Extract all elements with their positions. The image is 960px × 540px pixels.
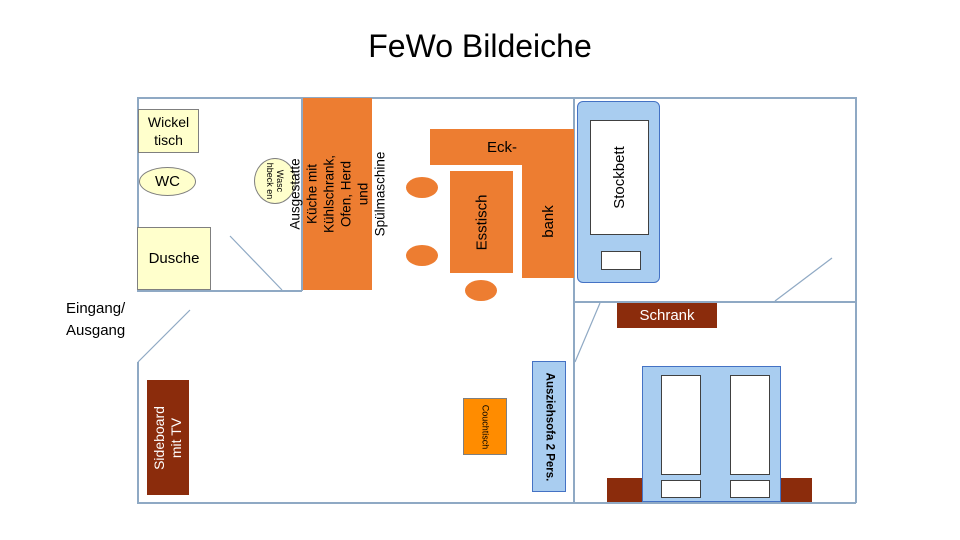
couchtisch: Couchtisch: [463, 398, 507, 455]
mattress-left: [661, 375, 701, 475]
eckbank-side: bank: [522, 165, 574, 278]
schrank-label: Schrank: [639, 307, 695, 324]
nightstand-left: [607, 478, 642, 502]
waschbecken-label: Wasc hbeck en: [265, 162, 285, 200]
dusche-label: Dusche: [148, 250, 200, 267]
dusche: Dusche: [137, 227, 211, 290]
wc: WC: [139, 167, 196, 196]
mattress-right: [730, 375, 770, 475]
wall-top: [137, 97, 856, 99]
sideboard-label: Sideboard mit TV: [151, 405, 185, 470]
bank-label: bank: [539, 205, 557, 238]
page-title: FeWo Bildeiche: [368, 28, 592, 64]
schrank: Schrank: [617, 303, 717, 328]
chair-2: [406, 245, 438, 266]
stockbett-pillow: [601, 251, 641, 270]
ausziehsofa-label: Ausziehsofa 2 Pers.: [543, 372, 555, 481]
wickeltisch-label: Wickel tisch: [147, 114, 190, 148]
wall-left-lower: [137, 362, 139, 503]
chair-1: [406, 177, 438, 198]
wickeltisch: Wickel tisch: [138, 109, 199, 153]
wall-bedroom-middle: [573, 301, 856, 303]
eck-label: Eck-: [487, 138, 517, 156]
stockbett-label: Stockbett: [611, 146, 629, 209]
eingang-label: Eingang/ Ausgang: [66, 300, 126, 339]
wall-bedroom-left: [573, 97, 575, 503]
pillow-right: [730, 480, 770, 498]
wall-right: [855, 97, 857, 503]
wall-bathroom-bottom: [137, 290, 302, 292]
eckbank-top: Eck-: [430, 129, 574, 165]
wall-left-upper: [137, 97, 139, 292]
wall-bathroom-right: [301, 97, 303, 291]
wc-label: WC: [155, 173, 180, 190]
chair-3: [465, 280, 497, 301]
sideboard: Sideboard mit TV: [147, 380, 189, 495]
pillow-left: [661, 480, 701, 498]
ausziehsofa: Ausziehsofa 2 Pers.: [532, 361, 566, 492]
kueche: Ausgestatte Küche mit Kühlschrank, Ofen,…: [288, 98, 388, 290]
esstisch: Esstisch: [450, 171, 513, 273]
waschbecken: Wasc hbeck en: [254, 158, 296, 204]
nightstand-right: [780, 478, 812, 502]
esstisch-label: Esstisch: [472, 194, 490, 250]
couchtisch-label: Couchtisch: [480, 404, 490, 449]
wall-bottom: [137, 502, 856, 504]
kueche-label: Ausgestatte Küche mit Kühlschrank, Ofen,…: [287, 151, 388, 237]
stockbett: Stockbett: [590, 120, 649, 235]
